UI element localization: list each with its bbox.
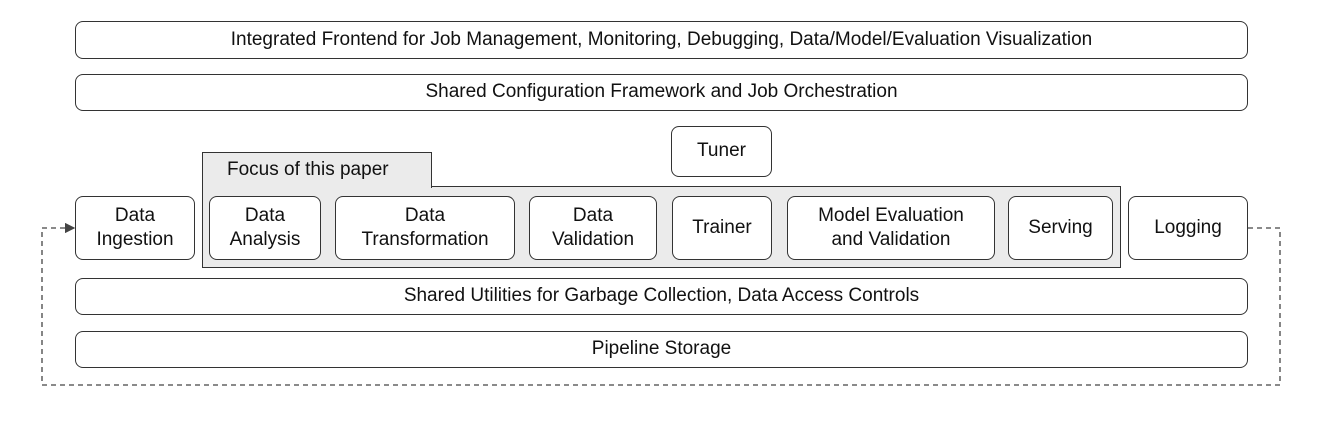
model-evaluation-line2: and Validation — [831, 229, 951, 250]
storage-layer: Pipeline Storage — [75, 331, 1248, 368]
data-validation-line2: Validation — [551, 229, 635, 250]
model-evaluation-box: Model Evaluation and Validation — [787, 196, 995, 260]
tuner-box: Tuner — [671, 126, 772, 177]
data-ingestion-line1: Data — [114, 204, 156, 226]
data-transformation-line1: Data — [404, 204, 446, 226]
data-transformation-line2: Transformation — [361, 229, 489, 250]
focus-label: Focus of this paper — [202, 152, 432, 188]
data-analysis-line1: Data — [244, 204, 286, 226]
data-ingestion-line2: Ingestion — [96, 229, 174, 250]
config-layer: Shared Configuration Framework and Job O… — [75, 74, 1248, 111]
utilities-layer: Shared Utilities for Garbage Collection,… — [75, 278, 1248, 315]
model-evaluation-line1: Model Evaluation — [818, 204, 964, 226]
trainer-box: Trainer — [672, 196, 772, 260]
logging-box: Logging — [1128, 196, 1248, 260]
data-validation-line1: Data — [572, 204, 614, 226]
serving-box: Serving — [1008, 196, 1113, 260]
data-analysis-line2: Analysis — [229, 229, 301, 250]
frontend-layer: Integrated Frontend for Job Management, … — [75, 21, 1248, 59]
